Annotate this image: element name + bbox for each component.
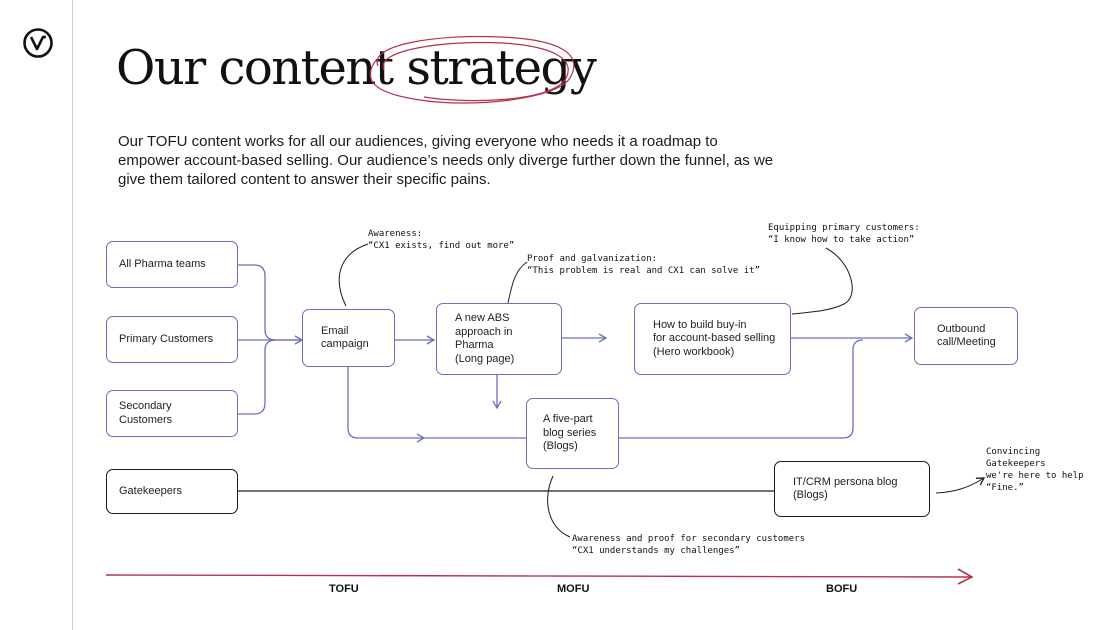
step-box-abs-approach: A new ABS approach in Pharma (Long page) <box>436 303 562 375</box>
step-box-outbound-meeting: Outbound call/Meeting <box>914 307 1018 365</box>
step-label-email-campaign: Email campaign <box>321 324 369 351</box>
intro-paragraph: Our TOFU content works for all our audie… <box>118 133 774 188</box>
step-label-blog-series: A five-part blog series (Blogs) <box>543 413 597 453</box>
step-label-outbound-meeting: Outbound call/Meeting <box>937 322 996 349</box>
audience-label-primary: Primary Customers <box>119 332 214 345</box>
audience-label-secondary: Secondary Customers <box>119 400 173 426</box>
step-label-abs-approach: A new ABS approach in Pharma (Long page) <box>455 312 515 365</box>
audience-box-secondary: Secondary Customers <box>106 390 238 437</box>
brand-logo-icon <box>23 28 53 58</box>
step-label-itcrm-blog: IT/CRM persona blog (Blogs) <box>793 475 898 502</box>
audience-label-pharma: All Pharma teams <box>119 257 206 270</box>
step-box-email-campaign: Email campaign <box>302 309 395 367</box>
step-box-itcrm-blog: IT/CRM persona blog (Blogs) <box>774 461 930 517</box>
annotation-secondary-customers: Awareness and proof for secondary custom… <box>572 534 805 556</box>
annotation-leaders <box>338 243 986 538</box>
audience-box-primary: Primary Customers <box>106 316 238 363</box>
annotation-equipping: Equipping primary customers: “I know how… <box>768 223 920 245</box>
audience-box-pharma: All Pharma teams <box>106 241 238 288</box>
annotation-awareness: Awareness: “CX1 exists, find out more” <box>368 229 515 251</box>
step-label-buy-in-workbook: How to build buy-in for account-based se… <box>653 318 776 358</box>
funnel-stage-mofu: MOFU <box>557 583 590 595</box>
funnel-stage-tofu: TOFU <box>329 583 359 595</box>
funnel-axis <box>105 568 974 585</box>
step-box-blog-series: A five-part blog series (Blogs) <box>526 398 619 469</box>
funnel-stage-bofu: BOFU <box>826 583 858 595</box>
audience-label-gatekeepers: Gatekeepers <box>119 484 182 497</box>
audience-box-gatekeepers: Gatekeepers <box>106 469 238 514</box>
title-highlight-scribble <box>369 35 575 104</box>
annotation-gatekeepers: Convincing Gatekeepers we're here to hel… <box>986 447 1084 493</box>
annotation-proof: Proof and galvanization: “This problem i… <box>527 254 760 276</box>
page-title: Our content strategy <box>116 40 597 96</box>
main-flow-arrows <box>347 333 914 443</box>
step-box-buy-in-workbook: How to build buy-in for account-based se… <box>634 303 791 375</box>
audience-connectors <box>238 264 304 415</box>
left-divider <box>72 0 73 630</box>
